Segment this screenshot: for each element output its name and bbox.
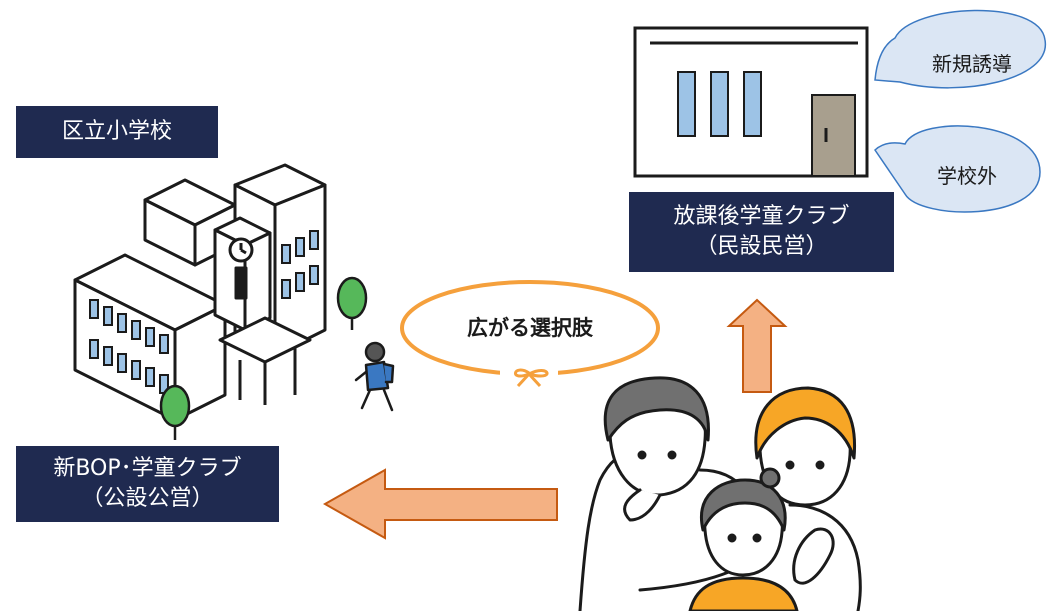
bop-box: 新BOP･学童クラブ （公設公営） <box>16 446 279 522</box>
private-club-line2: （民設民営） <box>695 234 828 259</box>
arrow-left <box>322 468 558 540</box>
tree-icon <box>159 276 368 440</box>
school-title: 区立小学校 <box>61 119 172 144</box>
walking-child-icon <box>354 341 395 412</box>
private-club-line1: 放課後学童クラブ <box>673 204 850 229</box>
callout-outside-school: 学校外 <box>937 164 997 188</box>
school-building-icon <box>73 163 327 422</box>
choices-label: 広がる選択肢 <box>467 316 593 340</box>
school-title-box: 区立小学校 <box>16 106 218 158</box>
family-icon <box>578 376 862 611</box>
callout-bubbles <box>874 9 1046 213</box>
ribbon-icon <box>500 362 558 388</box>
bop-line1: 新BOP･学童クラブ <box>53 456 242 481</box>
private-club-box: 放課後学童クラブ （民設民営） <box>629 192 894 272</box>
building-icon <box>633 26 869 178</box>
bop-line2: （公設公営） <box>81 486 214 511</box>
arrow-up <box>726 298 788 393</box>
callout-new-guidance: 新規誘導 <box>932 52 1012 76</box>
